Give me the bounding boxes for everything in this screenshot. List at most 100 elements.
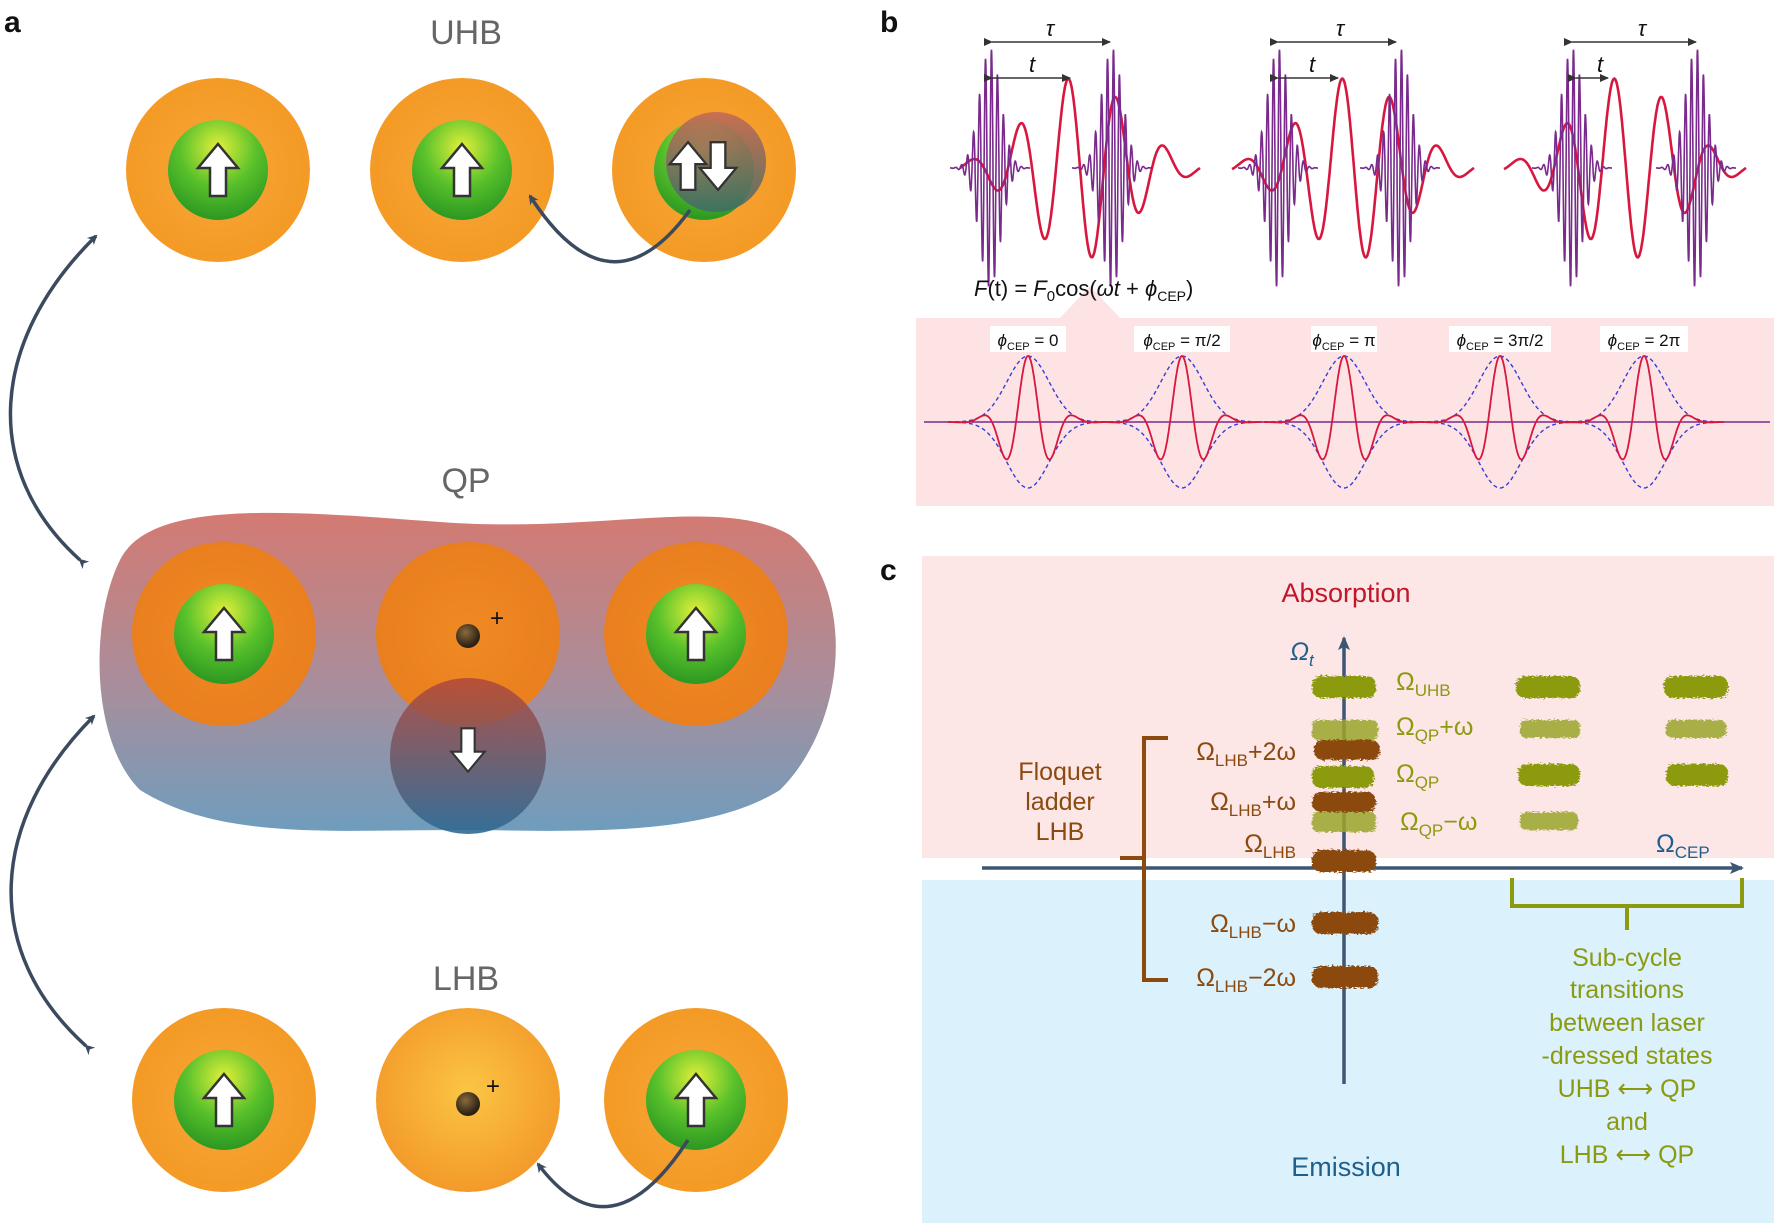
lhb-level-mark — [1312, 850, 1376, 872]
qp-site-3 — [604, 542, 788, 726]
qp-minus-omega-level-mark — [1312, 812, 1376, 832]
lhb-level-label: ΩLHB−2ω — [1196, 964, 1296, 996]
uhb-label: UHB — [430, 14, 502, 52]
cep-label: ϕCEP = 0 — [998, 331, 1059, 353]
subcycle-line: between laser — [1549, 1009, 1705, 1037]
t-label: t — [1309, 52, 1316, 77]
x-axis-label: ΩCEP — [1656, 830, 1710, 862]
lhb-minus-2omega-level-mark — [1312, 966, 1378, 988]
pump-probe-group — [950, 49, 1201, 287]
qp-label: QP — [441, 462, 490, 500]
probe-pulse-wave — [1532, 49, 1612, 287]
probe-pulse-wave — [1656, 49, 1736, 287]
hole-dot — [456, 1092, 480, 1116]
cep-carrier-wave — [948, 355, 1108, 461]
cep-label-box — [1449, 326, 1551, 352]
tau-label: τ — [1336, 16, 1346, 41]
hole-plus-sign: + — [490, 605, 504, 632]
uhb-site-3 — [612, 78, 796, 262]
cep-carrier-wave — [1420, 355, 1580, 461]
panel-c: Absorption Emission Ωt ΩCEP Floquet ladd… — [922, 556, 1774, 1223]
lhb-minus-omega-level-mark — [1312, 912, 1378, 934]
lhb-level-label: ΩLHB+2ω — [1196, 738, 1296, 770]
tau-label: τ — [1638, 16, 1648, 41]
lhb-hop-arrow — [536, 1139, 690, 1209]
cep-envelope-lower — [1420, 421, 1580, 489]
subcycle-line: transitions — [1570, 976, 1684, 1004]
subcycle-line: LHB ⟷ QP — [1560, 1141, 1695, 1169]
cep-label-box — [1311, 326, 1377, 352]
hole-dot — [456, 624, 480, 648]
uhb-site-1 — [126, 78, 310, 262]
panel-b: τ t τ t τ t F(t) = F0cos(ωt + ϕCEP) ϕCEP… — [916, 16, 1774, 506]
panel-label-a: a — [4, 6, 21, 39]
qp-level-label: ΩQP−ω — [1400, 808, 1477, 840]
delay-annotations: τ t τ t τ t — [984, 16, 1697, 82]
qp-level-mark — [1518, 764, 1580, 786]
uhb-hop-arrow — [528, 194, 692, 264]
qp-site-1 — [132, 542, 316, 726]
uhb-level-mark — [1664, 676, 1728, 698]
subcycle-line: UHB ⟷ QP — [1558, 1075, 1697, 1103]
cep-label-box — [1600, 326, 1688, 352]
cep-label-box — [1134, 326, 1230, 352]
panel-label-c: c — [880, 554, 897, 587]
subcycle-line: Sub-cycle — [1572, 944, 1682, 972]
field-formula: F(t) = F0cos(ωt + ϕCEP) — [974, 276, 1193, 305]
lhb-level-label: ΩLHB — [1244, 830, 1296, 862]
lhb-plus-2omega-level-mark — [1314, 740, 1380, 760]
cep-carrier-wave — [1102, 355, 1262, 461]
lhb-site-3 — [604, 1008, 788, 1192]
lhb-site-2: + — [376, 1008, 560, 1192]
y-axis-label: Ωt — [1290, 638, 1315, 670]
cep-label: ϕCEP = 2π — [1608, 331, 1681, 353]
panel-label-b: b — [880, 6, 898, 39]
subcycle-line: and — [1606, 1108, 1648, 1136]
uhb-site-2 — [370, 78, 554, 262]
lhb-label: LHB — [433, 960, 499, 998]
t-label: t — [1029, 52, 1036, 77]
uhb-level-mark — [1312, 676, 1376, 698]
emission-region — [922, 880, 1774, 1223]
floquet-label-line-1: Floquet — [1018, 758, 1101, 786]
qp-level-mark — [1666, 764, 1728, 786]
qp-level-label: ΩUHB — [1396, 668, 1451, 700]
cep-carrier-wave — [1264, 355, 1424, 461]
cep-envelope-lower — [1564, 421, 1724, 489]
cep-label: ϕCEP = π/2 — [1143, 331, 1220, 353]
tau-label: τ — [1046, 16, 1056, 41]
cep-envelope-lower — [1264, 421, 1424, 489]
probe-pulse-wave — [1238, 49, 1318, 287]
lhb-level-label: ΩLHB+ω — [1210, 788, 1296, 820]
subcycle-text: Sub-cycle transitions between laser -dre… — [1542, 944, 1713, 1169]
cep-label-box — [990, 326, 1066, 352]
qp-plus-omega-level-mark — [1520, 720, 1580, 738]
probe-pulse-wave — [950, 49, 1030, 287]
qp-level-label: ΩQP — [1396, 760, 1439, 792]
pump-probe-group — [1231, 49, 1475, 287]
hole-plus-sign: + — [486, 1073, 500, 1100]
cep-label: ϕCEP = π — [1312, 331, 1375, 353]
floquet-label-line-2: ladder — [1025, 788, 1095, 816]
cep-envelope-lower — [1102, 421, 1262, 489]
uhb-level-mark — [1516, 676, 1580, 698]
driving-field-wave — [1503, 77, 1747, 259]
cep-pulse-series: ϕCEP = 0 ϕCEP = π/2 ϕCEP = π ϕCEP = 3π/2 ϕCE… — [924, 326, 1770, 489]
lhb-site-1 — [132, 1008, 316, 1192]
cep-callout — [1060, 286, 1120, 318]
pump-probe-group — [1503, 49, 1747, 287]
qp-level-mark — [1312, 766, 1374, 788]
energy-levels — [1312, 676, 1728, 988]
lhb-plus-omega-level-mark — [1312, 792, 1376, 812]
cep-carrier-wave — [1564, 355, 1724, 461]
probe-pulse-wave — [1360, 49, 1440, 287]
qp-minus-omega-level-mark — [1520, 812, 1578, 830]
subcycle-line: -dressed states — [1542, 1042, 1713, 1070]
qp-site-2: + — [376, 542, 560, 834]
pump-probe-diagrams — [950, 49, 1747, 287]
emission-label: Emission — [1291, 1152, 1401, 1182]
floquet-label-line-3: LHB — [1036, 818, 1085, 846]
panel-a: UHB QP LHB — [8, 14, 836, 1209]
cep-label: ϕCEP = 3π/2 — [1457, 331, 1544, 353]
